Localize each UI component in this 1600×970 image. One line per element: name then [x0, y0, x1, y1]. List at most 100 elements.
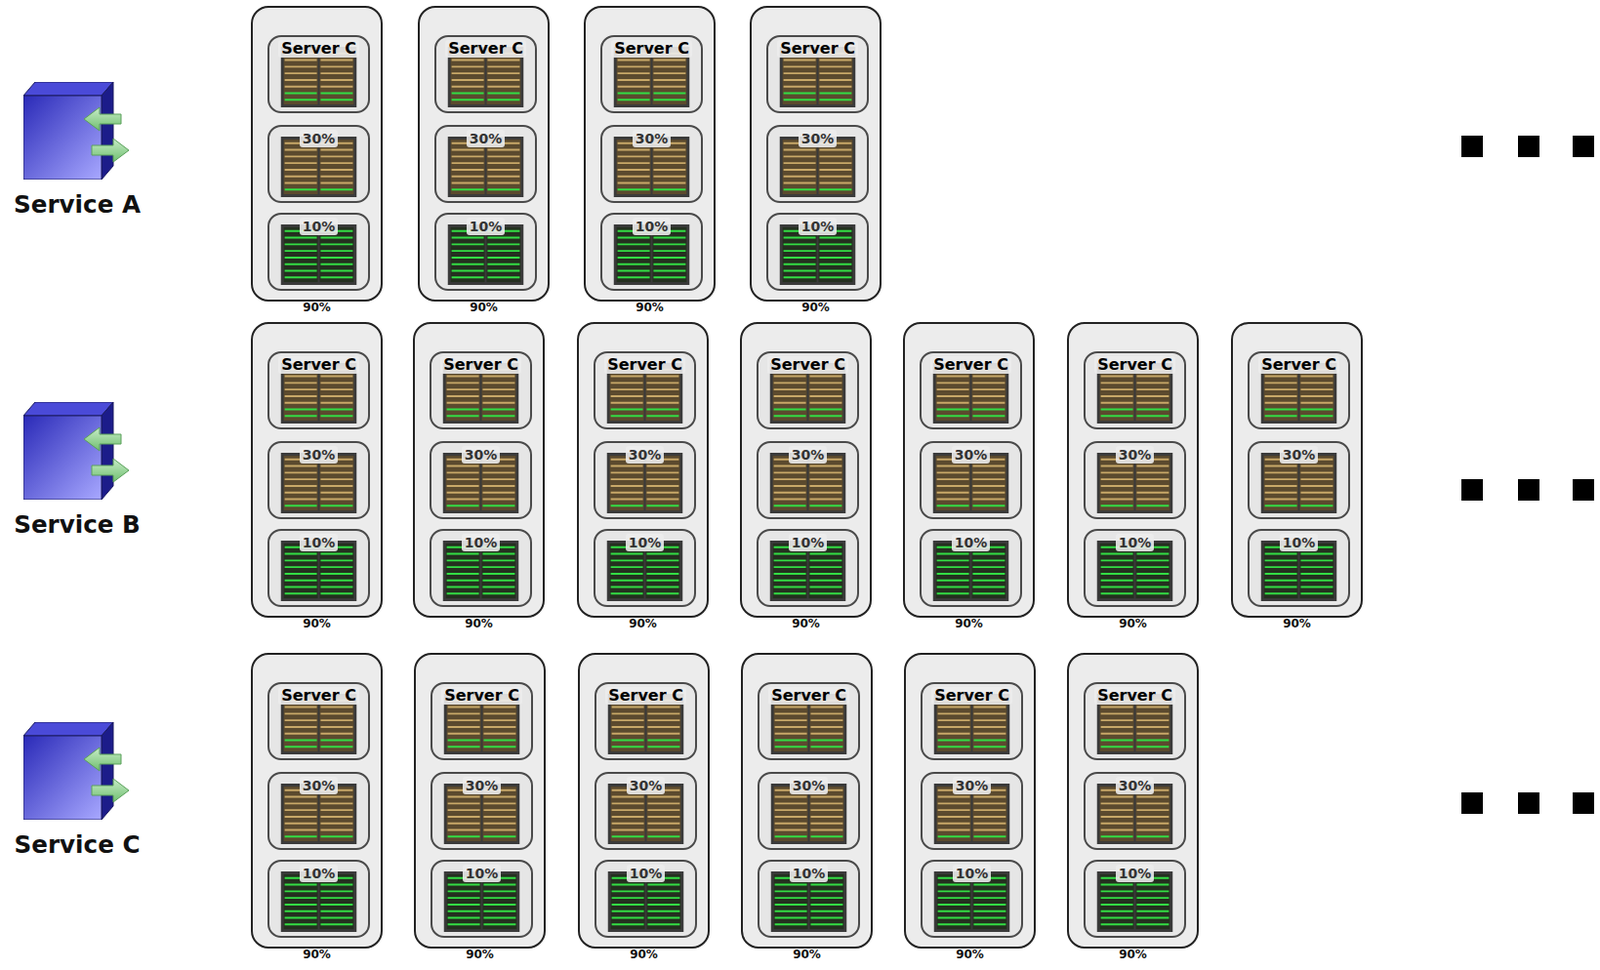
- unit-label: 30%: [798, 129, 838, 148]
- server-box: 90%Server C30%10%: [739, 322, 872, 618]
- unit-label: 30%: [788, 446, 828, 464]
- utilization-label: 90%: [585, 300, 714, 316]
- server-unit: Server C: [1083, 682, 1187, 761]
- unit-label-holder: 10%: [758, 533, 858, 552]
- utilization-label: 90%: [414, 616, 543, 632]
- utilization-label: 90%: [578, 616, 707, 632]
- server-unit: 10%: [1083, 860, 1187, 939]
- unit-label: 30%: [299, 129, 339, 148]
- unit-label: 30%: [466, 129, 506, 148]
- server-unit: 10%: [429, 529, 533, 608]
- server-unit: Server C: [757, 682, 861, 761]
- unit-label: 30%: [626, 777, 666, 795]
- unit-label-holder: 10%: [596, 863, 696, 883]
- server-unit: 10%: [267, 212, 370, 291]
- utilization-label: 90%: [741, 616, 870, 632]
- unit-label-holder: Server C: [921, 355, 1021, 374]
- utilization-label: 90%: [1232, 616, 1361, 632]
- unit-label-holder: Server C: [602, 39, 701, 58]
- unit-label-holder: Server C: [596, 686, 696, 705]
- unit-label: Server C: [768, 687, 850, 705]
- unit-label: Server C: [611, 40, 693, 58]
- utilization-label: 90%: [252, 947, 381, 963]
- ellipsis-square: [1517, 792, 1540, 815]
- ellipsis-square: [1461, 792, 1483, 815]
- service-cube-icon-shape: [23, 402, 129, 500]
- unit-label-holder: 30%: [269, 776, 369, 795]
- unit-label: Server C: [440, 356, 522, 374]
- unit-label: Server C: [1258, 356, 1340, 374]
- server-unit: 10%: [1083, 529, 1187, 608]
- utilization-label: 90%: [905, 947, 1034, 963]
- server-unit: Server C: [600, 35, 703, 114]
- server-unit: Server C: [267, 682, 370, 761]
- unit-label-holder: Server C: [269, 686, 369, 705]
- unit-label-holder: Server C: [1085, 686, 1185, 705]
- unit-label: 30%: [951, 446, 991, 464]
- server-unit: Server C: [430, 682, 534, 761]
- unit-label: Server C: [604, 356, 686, 374]
- utilization-label: 90%: [1068, 616, 1197, 632]
- unit-label-holder: Server C: [1249, 355, 1349, 374]
- server-unit: 30%: [920, 772, 1024, 851]
- unit-label: 10%: [798, 217, 838, 236]
- utilization-label: 90%: [419, 300, 548, 316]
- unit-label-holder: 30%: [758, 445, 858, 464]
- unit-label: 30%: [789, 777, 829, 795]
- server-box: 90%Server C30%10%: [577, 653, 710, 949]
- unit-label-holder: 10%: [768, 216, 867, 236]
- server-unit: 10%: [920, 860, 1024, 939]
- service-label: Service B: [3, 507, 151, 544]
- ellipsis-marks: [1461, 135, 1595, 815]
- unit-label: 10%: [299, 533, 339, 552]
- unit-label-holder: 30%: [1249, 445, 1349, 464]
- unit-label: 10%: [462, 864, 502, 883]
- server-unit: Server C: [1247, 351, 1351, 430]
- server-box: 90%Server C30%10%: [412, 322, 545, 618]
- unit-label-holder: 10%: [1249, 533, 1349, 552]
- unit-label: Server C: [777, 40, 859, 58]
- utilization-label: 90%: [579, 947, 708, 963]
- server-unit: 10%: [434, 212, 537, 291]
- server-unit: 10%: [267, 860, 370, 939]
- unit-label-holder: 30%: [436, 128, 535, 148]
- unit-label-holder: 30%: [922, 776, 1022, 795]
- unit-label-holder: 30%: [602, 128, 701, 148]
- unit-label: 30%: [461, 446, 501, 464]
- unit-label: 10%: [625, 533, 665, 552]
- unit-label-holder: 30%: [269, 445, 369, 464]
- unit-label-holder: 10%: [1085, 533, 1185, 552]
- unit-label: 30%: [625, 446, 665, 464]
- unit-label: Server C: [445, 40, 527, 58]
- unit-label: 10%: [461, 533, 501, 552]
- server-unit: 30%: [593, 441, 697, 520]
- ellipsis-square: [1517, 479, 1540, 501]
- server-unit: 10%: [766, 212, 869, 291]
- unit-label: Server C: [278, 687, 360, 705]
- server-unit: Server C: [429, 351, 533, 430]
- unit-label: Server C: [930, 356, 1012, 374]
- server-unit: 10%: [267, 529, 370, 608]
- server-unit: Server C: [594, 682, 698, 761]
- utilization-label: 90%: [742, 947, 871, 963]
- unit-label-holder: 30%: [768, 128, 867, 148]
- server-unit: 10%: [593, 529, 697, 608]
- unit-label-holder: 10%: [432, 863, 532, 883]
- unit-label-holder: 30%: [595, 445, 695, 464]
- server-unit: Server C: [920, 682, 1024, 761]
- unit-label-holder: 10%: [269, 216, 369, 236]
- server-box: 90%Server C30%10%: [250, 5, 383, 302]
- unit-label: 10%: [789, 864, 829, 883]
- server-unit: 30%: [434, 124, 537, 204]
- server-unit: Server C: [766, 35, 869, 114]
- utilization-label: 90%: [252, 300, 381, 316]
- server-unit: 10%: [919, 529, 1023, 608]
- service-cube-icon: [23, 82, 131, 180]
- server-unit: 10%: [1247, 529, 1351, 608]
- service-cube-icon: [23, 402, 131, 500]
- server-box: 90%Server C30%10%: [749, 5, 882, 302]
- unit-label-holder: 10%: [431, 533, 531, 552]
- server-unit: 30%: [1083, 441, 1187, 520]
- unit-label: 30%: [632, 129, 672, 148]
